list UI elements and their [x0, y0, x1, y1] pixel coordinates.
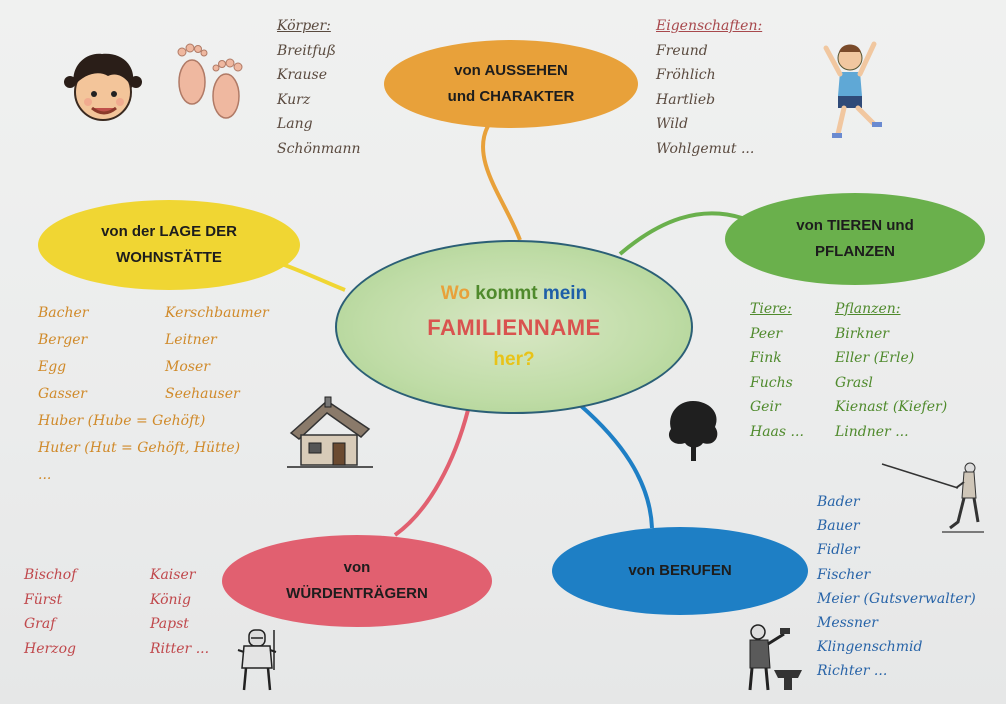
bubble-tieren: von TIEREN und PFLANZEN [725, 193, 985, 285]
list-item: Freund [656, 42, 708, 59]
list-item: Krause [277, 67, 327, 83]
list-item: Lang [277, 116, 313, 132]
koerper-list: Körper: Breitfuß Krause Kurz Lang Schönm… [277, 14, 361, 161]
list-item: Huter (Hut = Gehöft, Hütte) [38, 440, 241, 456]
center-line-2: FAMILIENNAME [427, 315, 601, 340]
list-item: Moser [165, 359, 210, 375]
list-item: Fidler [817, 542, 860, 559]
list-item: Kienast (Kiefer) [835, 399, 948, 415]
koerper-heading: Körper: [277, 18, 331, 34]
bubble-wuerden-line2: WÜRDENTRÄGERN [286, 585, 428, 602]
house-icon [287, 396, 373, 468]
center-word-wo: Wo [440, 283, 470, 304]
list-item: Fischer [817, 566, 871, 583]
list-item: Fink [750, 350, 782, 366]
central-bubble: Wo kommt mein FAMILIENNAME her? [335, 240, 693, 414]
tree-icon [668, 401, 718, 461]
list-item: Peer [750, 325, 783, 342]
knight-icon [237, 629, 277, 691]
bubble-aussehen-line1: von AUSSEHEN [454, 62, 568, 79]
list-item: Kerschbaumer [165, 305, 269, 321]
jumping-child-icon [823, 41, 882, 138]
list-item: Kaiser [150, 567, 196, 583]
bubble-tieren-line2: PFLANZEN [815, 243, 895, 260]
blacksmith-icon [748, 624, 802, 691]
center-word-mein: mein [542, 283, 588, 304]
list-item: Kurz [277, 91, 311, 108]
berufe-list: Bader Bauer Fidler Fischer Meier (Gutsve… [817, 490, 976, 684]
list-item: Bauer [817, 518, 860, 535]
list-item: Graf [24, 616, 56, 632]
list-item: Ritter ... [150, 640, 210, 657]
list-item: Richter ... [817, 663, 888, 680]
bubble-wuerden-line1: von [343, 559, 371, 576]
list-item: König [150, 591, 191, 608]
connector-aussehen [481, 125, 522, 241]
pflanzen-heading: Pflanzen: [835, 301, 901, 317]
list-item: Seehauser [165, 386, 240, 402]
list-item: Berger [38, 332, 88, 348]
list-item: Gasser [38, 386, 87, 402]
list-item: Eller (Erle) [835, 350, 915, 366]
tiere-list: Tiere: Peer Fink Fuchs Geir Haas ... [750, 297, 804, 444]
list-item: Wohlgemut ... [656, 140, 755, 157]
lage-list-wide: Huber (Hube = Gehöft) Huter (Hut = Gehöf… [38, 408, 240, 489]
child-face-icon [64, 53, 142, 121]
center-word-kommt: kommt [475, 283, 538, 304]
center-line-3: her? [493, 349, 535, 370]
bubble-aussehen-line2: und CHARAKTER [447, 88, 575, 105]
bubble-lage: von der LAGE DER WOHNSTÄTTE [38, 200, 300, 290]
list-item: Wild [656, 116, 689, 132]
list-item: Huber (Hube = Gehöft) [38, 413, 206, 429]
list-item: Grasl [835, 374, 873, 391]
footprints-icon [177, 43, 243, 119]
lage-list-col2: Kerschbaumer Leitner Moser Seehauser [165, 300, 269, 408]
list-item: Messner [817, 615, 878, 632]
list-item: Hartlieb [656, 91, 716, 108]
lage-list-col1: Bacher Berger Egg Gasser [38, 300, 88, 408]
tiere-heading: Tiere: [750, 301, 792, 317]
list-item: Bischof [24, 567, 77, 583]
list-item: Geir [750, 399, 781, 415]
list-item: Fuchs [750, 374, 793, 391]
list-item: Fürst [24, 591, 63, 608]
list-item: Bader [817, 494, 860, 510]
connector-wuerden [393, 409, 470, 537]
list-item: ... [38, 467, 52, 483]
list-item: Schönmann [277, 140, 361, 157]
list-item: Breitfuß [277, 42, 336, 59]
bubble-lage-line1: von der LAGE DER [101, 223, 237, 240]
wuerden-list-col1: Bischof Fürst Graf Herzog [24, 563, 76, 661]
list-item: Papst [150, 616, 189, 632]
list-item: Meier (Gutsverwalter) [817, 590, 976, 607]
connector-tieren [618, 211, 743, 256]
connector-berufen [578, 403, 654, 529]
connector-lage [275, 260, 346, 292]
pflanzen-list: Pflanzen: Birkner Eller (Erle) Grasl Kie… [835, 297, 947, 444]
fisherman-icon [881, 462, 984, 533]
eigenschaften-heading: Eigenschaften: [656, 18, 763, 34]
list-item: Leitner [165, 332, 217, 348]
list-item: Birkner [835, 325, 889, 342]
list-item: Fröhlich [656, 67, 716, 83]
list-item: Lindner ... [835, 423, 909, 440]
wuerden-list-col2: Kaiser König Papst Ritter ... [150, 563, 209, 661]
eigenschaften-list: Eigenschaften: Freund Fröhlich Hartlieb … [656, 14, 762, 161]
bubble-aussehen: von AUSSEHEN und CHARAKTER [384, 40, 638, 128]
list-item: Bacher [38, 305, 89, 321]
bubble-wuerden: von WÜRDENTRÄGERN [222, 535, 492, 627]
center-line-1: Wo kommt mein [441, 283, 587, 305]
list-item: Klingenschmid [817, 639, 923, 656]
list-item: Egg [38, 359, 67, 375]
bubble-berufen: von BERUFEN [552, 527, 808, 615]
list-item: Herzog [24, 640, 76, 657]
bubble-berufen-line1: von BERUFEN [628, 562, 732, 579]
bubble-lage-line2: WOHNSTÄTTE [116, 249, 222, 266]
bubble-tieren-line1: von TIEREN und [796, 217, 914, 234]
list-item: Haas ... [750, 423, 804, 440]
